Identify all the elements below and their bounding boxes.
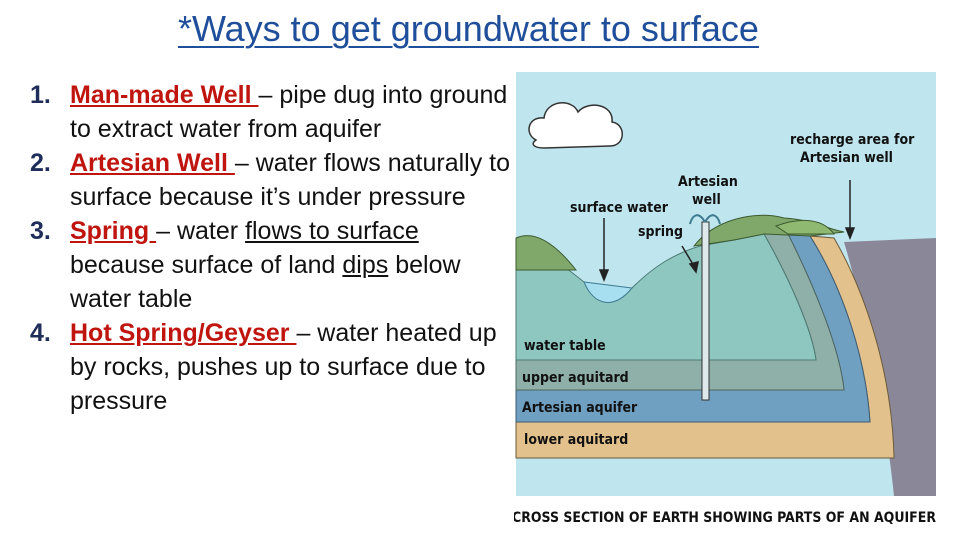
label-artesian-aquifer: Artesian aquifer	[522, 400, 638, 416]
list-number: 2.	[30, 149, 51, 177]
item-description-start: – water	[156, 217, 246, 245]
item-description: – water flows naturally to surface becau…	[70, 149, 510, 211]
slide-title: *Ways to get groundwater to surface	[178, 8, 759, 49]
term-man-made-well: Man-made Well	[70, 81, 259, 109]
label-artesian: Artesian	[678, 174, 738, 190]
ways-list: 1. Man-made Well – pipe dug into ground …	[30, 78, 510, 418]
term-hot-spring-geyser: Hot Spring/Geyser	[70, 319, 297, 347]
bedrock-layer	[516, 238, 936, 496]
item-description-end: below water table	[70, 251, 461, 313]
list-item-hot-spring: 4. Hot Spring/Geyser – water heated up b…	[30, 316, 510, 418]
label-arrows	[598, 180, 856, 283]
cloud-icon	[528, 102, 623, 149]
left-hill	[515, 235, 578, 271]
label-lower-aquitard: lower aquitard	[524, 432, 628, 448]
recharge-hill	[774, 220, 835, 235]
artesian-well-pipe	[701, 221, 710, 401]
label-upper-aquitard: upper aquitard	[522, 370, 629, 386]
label-recharge-artesian-well: Artesian well	[800, 150, 893, 166]
aquifer-cross-section-diagram: recharge area for Artesian well Artesian…	[514, 72, 936, 526]
list-number: 3.	[30, 217, 51, 245]
item-description: – pipe dug into ground to extract water …	[70, 81, 508, 143]
item-description: – water heated up by rocks, pushes up to…	[70, 319, 497, 415]
underlined-phrase: flows to surface	[245, 217, 419, 245]
label-surface-water: surface water	[570, 200, 669, 216]
list-item-man-made-well: 1. Man-made Well – pipe dug into ground …	[30, 78, 510, 146]
surface-water-pond	[583, 281, 633, 303]
label-recharge-area: recharge area for	[790, 132, 915, 148]
list-number: 4.	[30, 319, 51, 347]
term-spring: Spring	[70, 217, 157, 245]
label-well: well	[692, 192, 721, 208]
well-fountain	[689, 214, 721, 225]
item-description-mid: because surface of land	[70, 251, 343, 279]
label-spring: spring	[638, 224, 683, 240]
term-artesian-well: Artesian Well	[70, 149, 235, 177]
list-item-artesian-well: 2. Artesian Well – water flows naturally…	[30, 146, 510, 214]
underlined-word-dips: dips	[342, 251, 389, 279]
diagram-caption: CROSS SECTION OF EARTH SHOWING PARTS OF …	[514, 510, 936, 526]
list-number: 1.	[30, 81, 51, 109]
list-item-spring: 3. Spring – water flows to surface becau…	[30, 214, 510, 316]
saturated-ground	[515, 233, 817, 361]
label-water-table: water table	[524, 338, 606, 354]
